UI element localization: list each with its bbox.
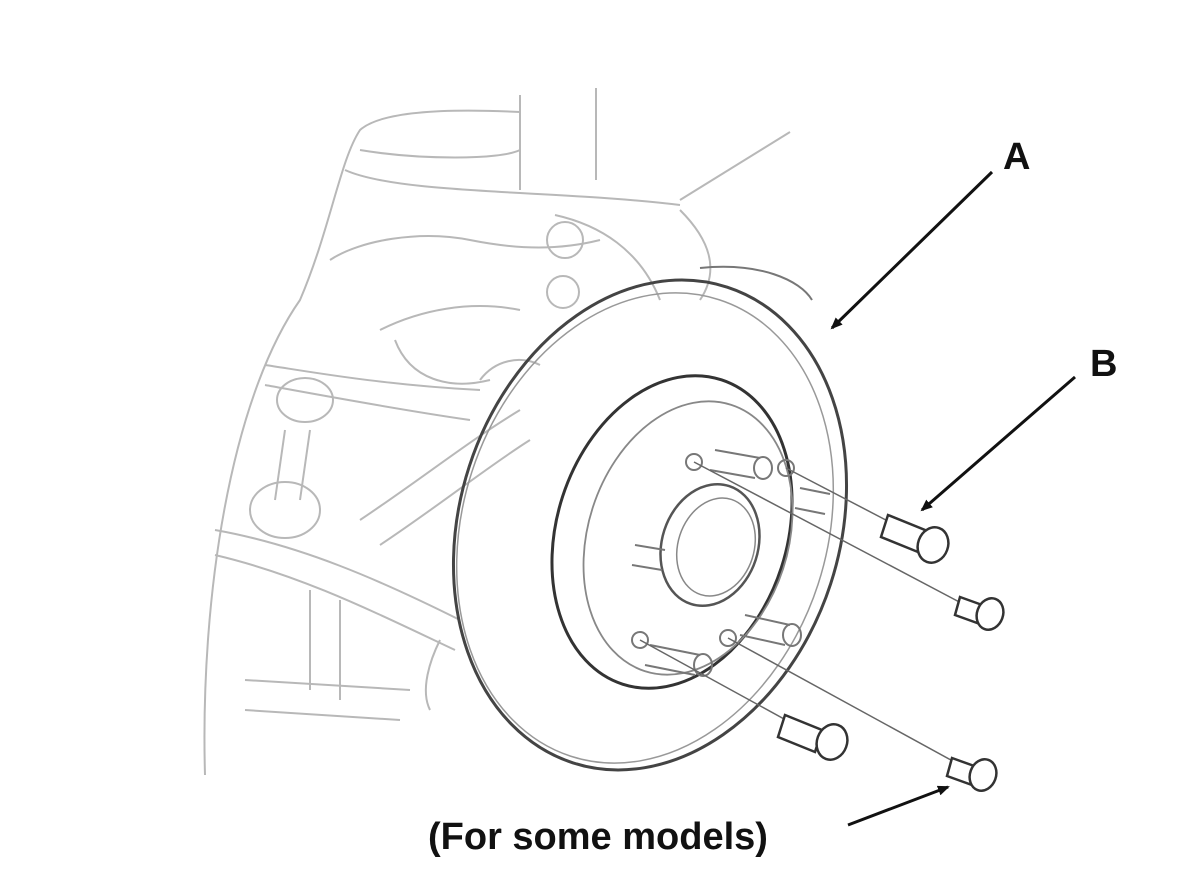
screw-3 [776,713,849,761]
callout-label-a: A [1003,136,1031,178]
screw-1 [879,513,950,564]
callout-label-b: B [1090,343,1118,385]
screws [776,513,1005,792]
screw-2 [953,595,1005,631]
some-models-note: (For some models) [428,816,768,858]
brake-disc [451,265,849,772]
suspension-background [203,88,791,776]
arrow-a [830,170,994,330]
callout-arrows [830,170,1076,827]
arrow-b [920,375,1076,512]
screw-guide-lines [639,461,966,766]
screw-4 [945,756,998,792]
arrow-note [847,785,950,827]
wheel-studs [631,449,831,677]
